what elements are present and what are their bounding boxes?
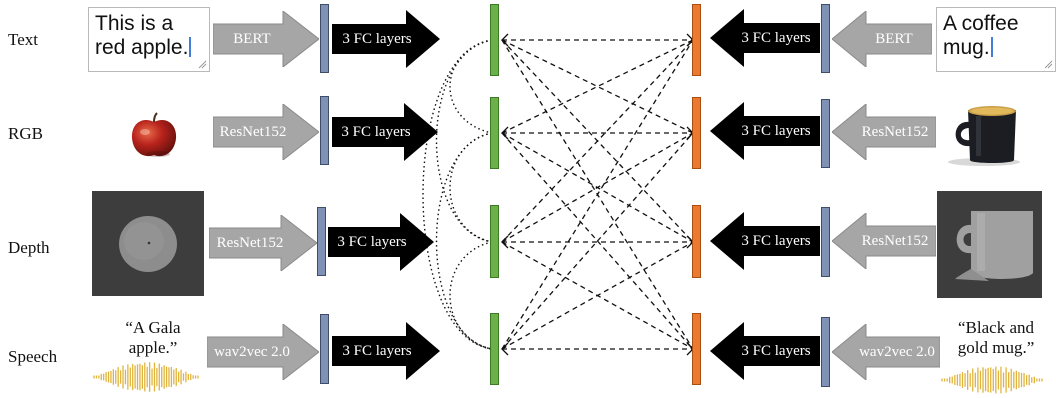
arrowhead [501,342,509,356]
row-label-text: Text [8,30,38,49]
left-fc-arrow-text: 3 FC layers [332,10,440,68]
right-output-bar-speech [692,313,701,385]
left-fc-label-depth: 3 FC layers [337,233,407,250]
row-label-rgb: RGB [8,124,43,143]
left-output-bar-depth [490,205,499,278]
left-text-line-1: This is a [95,12,174,35]
apple-depth-image [92,191,204,296]
arrowhead [501,235,509,249]
right-embedding-bar-speech [821,317,830,387]
resize-grip-icon[interactable] [198,60,207,69]
right-encoder-arrow-rgb: ResNet152 [832,104,936,160]
left-encoder-arrow-depth: ResNet152 [209,215,317,271]
right-output-bar-depth [692,205,701,278]
left-output-bar-text [490,4,499,76]
dotted-link [449,132,493,243]
dashed-link [501,132,694,243]
left-encoder-arrow-text: BERT [213,11,319,67]
right-encoder-label-text: BERT [875,30,913,47]
dashed-link [501,39,694,350]
right-speech-quote: “Black and gold mug.” [940,318,1052,358]
right-fc-arrow-rgb: 3 FC layers [710,102,820,160]
left-encoder-arrow-rgb: ResNet152 [213,104,319,160]
right-fc-label-text: 3 FC layers [741,29,811,46]
right-embedding-bar-depth [821,207,830,277]
dotted-link [435,132,493,350]
left-fc-arrow-depth: 3 FC layers [328,213,434,271]
right-encoder-label-depth: ResNet152 [861,232,929,249]
left-encoder-label-depth: ResNet152 [216,234,284,251]
dotted-link [435,39,493,243]
right-text-line-2: mug. [943,36,990,59]
dotted-link [422,39,493,350]
right-text-input[interactable]: A coffee mug. [936,7,1056,72]
waveform-icon [93,362,199,392]
left-speech-quote: “A Gala apple.” [103,318,203,358]
text-caret [189,37,192,57]
right-fc-label-depth: 3 FC layers [741,232,811,249]
waveform-icon [941,366,1043,394]
right-output-bar-text [692,4,701,76]
left-encoder-label-text: BERT [233,30,271,47]
left-quote-line-1: “A Gala [125,318,181,337]
left-embedding-bar-speech [320,314,329,384]
left-fc-label-rgb: 3 FC layers [341,123,411,140]
right-quote-line-1: “Black and [958,318,1034,337]
right-quote-line-2: gold mug.” [957,338,1035,357]
arrowhead [501,126,509,140]
left-fc-arrow-speech: 3 FC layers [332,322,440,380]
coffee-mug-image [948,106,1020,166]
left-fc-arrow-rgb: 3 FC layers [332,103,438,161]
apple-image [131,112,177,157]
right-fc-arrow-text: 3 FC layers [710,9,820,67]
right-fc-label-speech: 3 FC layers [741,342,811,359]
left-text-input[interactable]: This is a red apple. [88,7,210,72]
arrowhead [501,33,509,47]
right-encoder-arrow-depth: ResNet152 [832,213,936,269]
left-quote-line-2: apple.” [128,338,178,357]
right-text-line-1: A coffee [943,12,1019,35]
left-embedding-bar-text [320,4,329,73]
dotted-link [449,241,493,350]
right-encoder-label-speech: wav2vec 2.0 [859,343,935,360]
left-fc-label-text: 3 FC layers [342,30,412,47]
right-encoder-label-rgb: ResNet152 [861,123,929,140]
right-encoder-arrow-speech: wav2vec 2.0 [832,324,940,380]
dashed-link [501,39,694,243]
right-fc-arrow-depth: 3 FC layers [710,212,820,270]
dashed-link [501,132,694,350]
dotted-link [449,39,493,134]
left-text-line-2: red apple. [95,36,189,59]
right-fc-label-rgb: 3 FC layers [741,122,811,139]
left-output-bar-rgb [490,97,499,169]
left-output-bar-speech [490,313,499,385]
right-embedding-bar-rgb [821,99,830,168]
resize-grip-icon[interactable] [1044,60,1053,69]
right-fc-arrow-speech: 3 FC layers [710,322,820,380]
left-encoder-label-rgb: ResNet152 [219,123,287,140]
left-embedding-bar-rgb [320,96,329,165]
left-embedding-bar-depth [317,207,326,276]
text-caret [990,37,993,57]
left-encoder-arrow-speech: wav2vec 2.0 [207,324,319,380]
left-encoder-label-speech: wav2vec 2.0 [214,343,290,360]
left-fc-label-speech: 3 FC layers [342,342,412,359]
row-label-depth: Depth [8,238,50,257]
row-label-speech: Speech [8,347,58,366]
mug-depth-image [937,191,1042,298]
right-embedding-bar-text [821,4,830,73]
dashed-link [501,241,694,350]
right-output-bar-rgb [692,97,701,169]
right-encoder-arrow-text: BERT [832,11,932,67]
